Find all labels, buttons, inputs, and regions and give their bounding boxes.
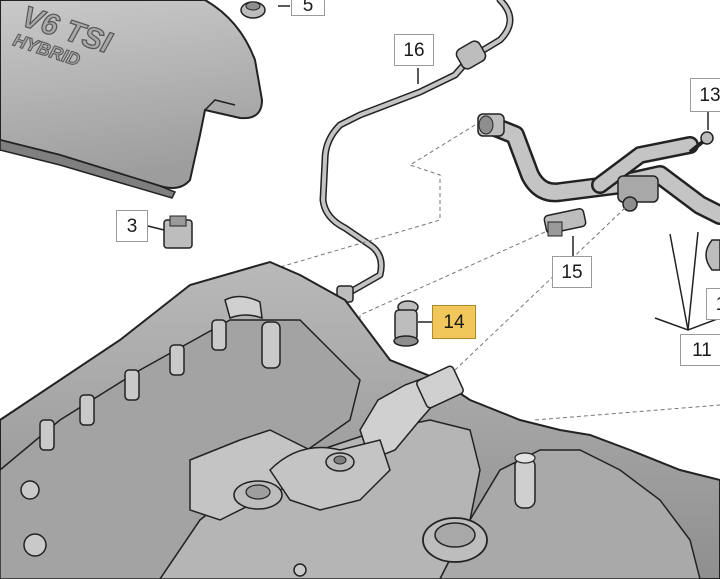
engine-cover: V6 TSI HYBRID	[0, 0, 264, 199]
callout-15: 15	[552, 256, 592, 288]
callout-1: 1	[706, 288, 720, 320]
callout-3: 3	[116, 210, 148, 242]
callout-13: 13	[690, 78, 720, 112]
part-11-hose-assembly	[477, 113, 720, 271]
filler-cap	[422, 517, 488, 563]
engine-sensor	[325, 452, 355, 472]
part-14-fitting	[393, 300, 419, 347]
part-15-connector	[543, 208, 587, 237]
part-16-vacuum-line	[319, 0, 514, 303]
engine-block	[0, 260, 720, 579]
callout-11: 11	[680, 334, 720, 366]
part-13-bolt	[688, 131, 714, 154]
part-3-clip	[163, 215, 193, 249]
callout-16: 16	[394, 34, 434, 66]
callout-5: 5	[291, 0, 325, 16]
part-5-nut	[240, 1, 266, 19]
callout-bracket	[654, 231, 720, 331]
oil-cap	[233, 480, 283, 510]
callout-14: 14	[432, 305, 476, 339]
